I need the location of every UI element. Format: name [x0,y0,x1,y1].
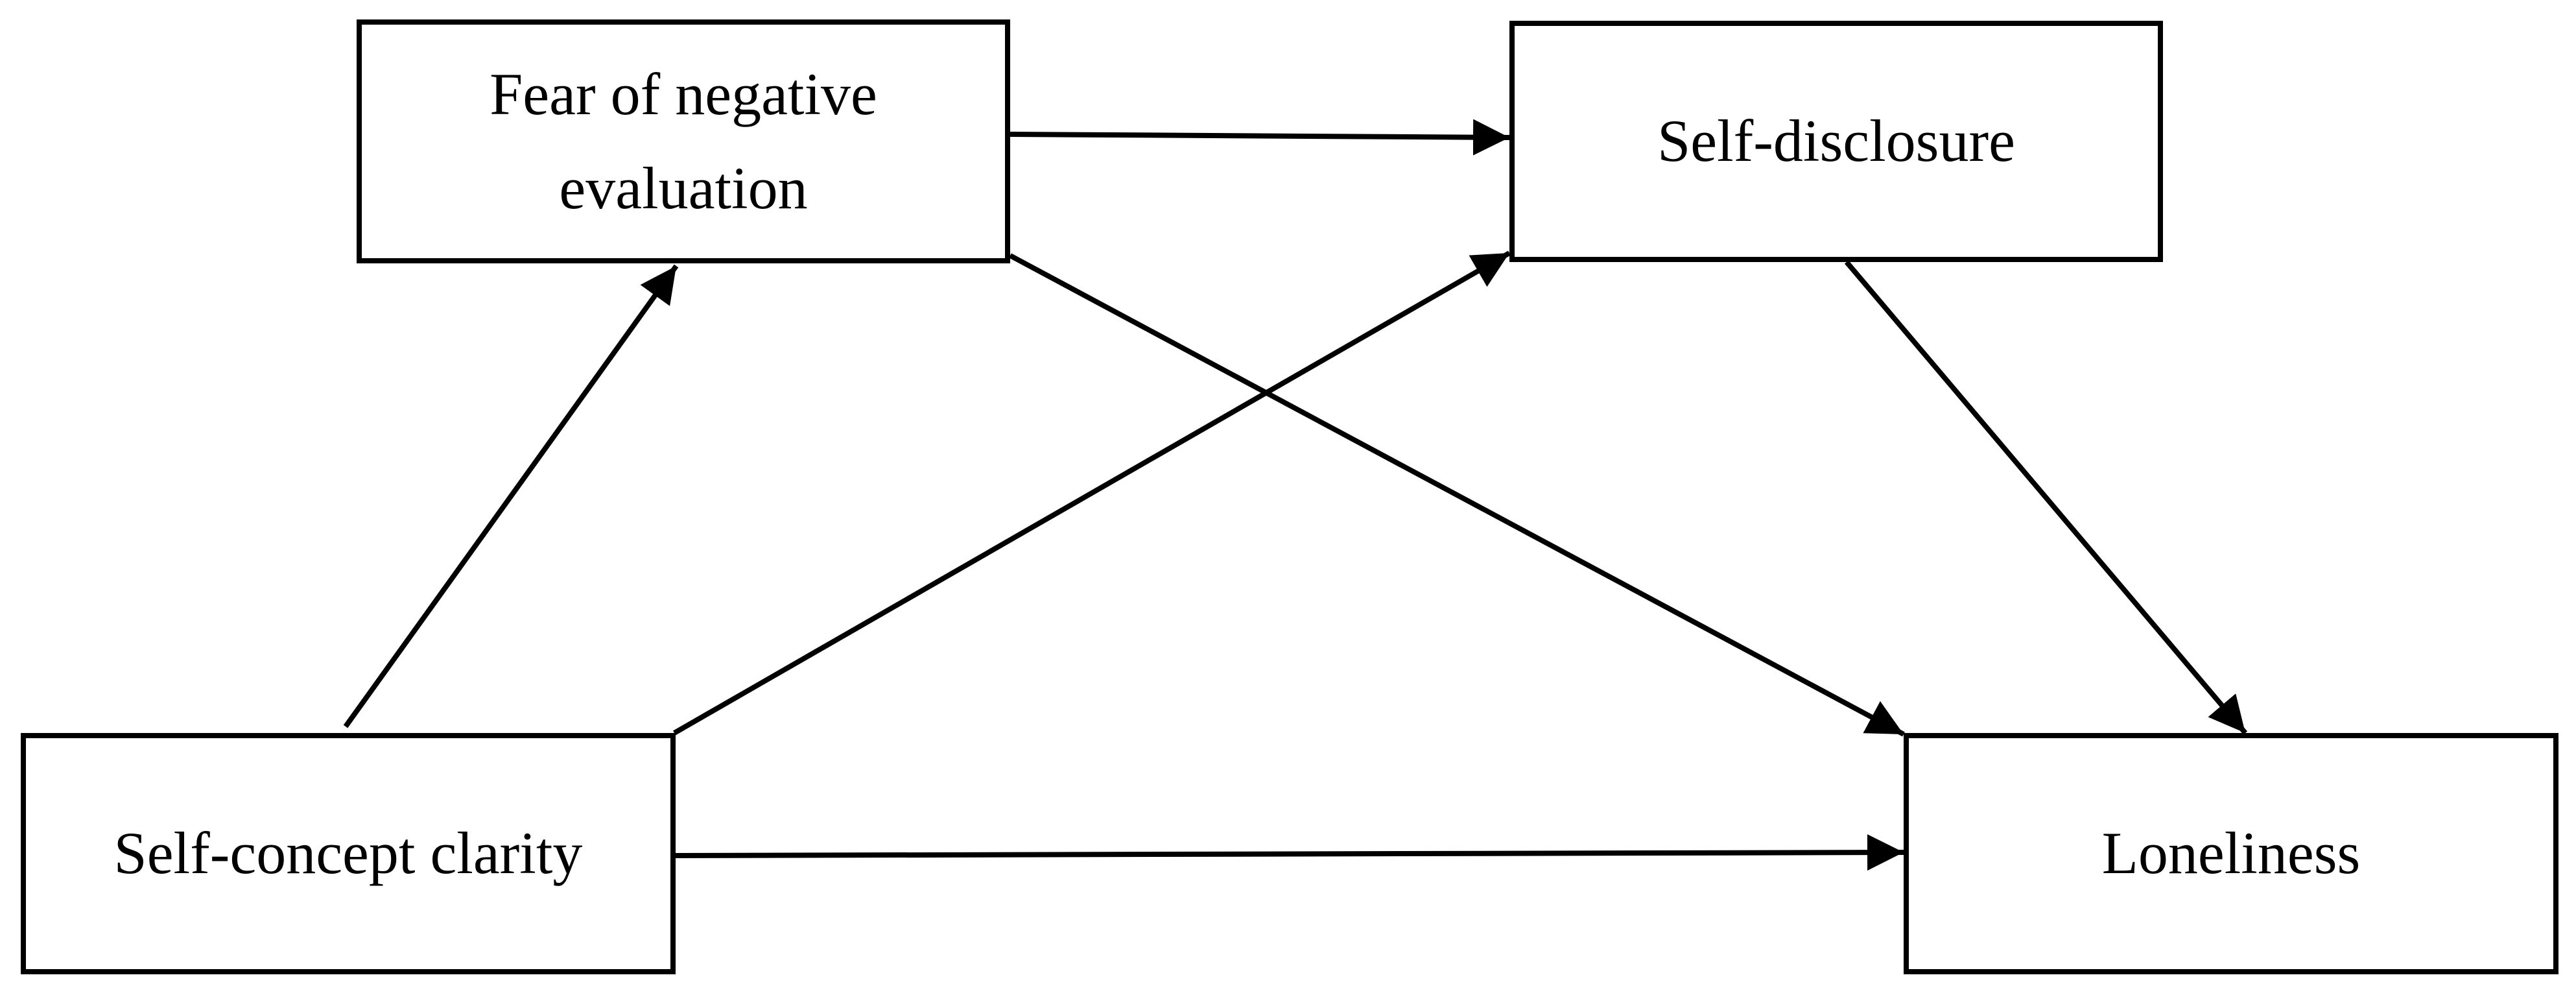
node-label-line-2: evaluation [559,155,808,221]
arrow-self-concept-clarity-to-loneliness [675,834,1904,871]
node-label: Fear of negative evaluation [490,47,877,236]
arrow-fear-of-negative-evaluation-to-self-disclosure [1010,119,1510,156]
arrow-self-concept-clarity-to-fear-of-negative-evaluation [343,264,679,728]
node-fear-of-negative-evaluation: Fear of negative evaluation [357,19,1010,263]
node-self-concept-clarity: Self-concept clarity [21,733,676,974]
node-label: Self-disclosure [1657,108,2015,174]
arrow-fear-of-negative-evaluation-to-loneliness [1009,253,1905,737]
node-label: Self-concept clarity [113,820,583,887]
node-label-line-1: Fear of negative [490,60,877,127]
node-loneliness: Loneliness [1904,733,2558,974]
arrow-self-concept-clarity-to-self-disclosure [673,250,1511,736]
arrow-self-disclosure-to-loneliness [1844,260,2248,735]
node-label: Loneliness [2101,820,2361,887]
node-self-disclosure: Self-disclosure [1509,21,2163,262]
